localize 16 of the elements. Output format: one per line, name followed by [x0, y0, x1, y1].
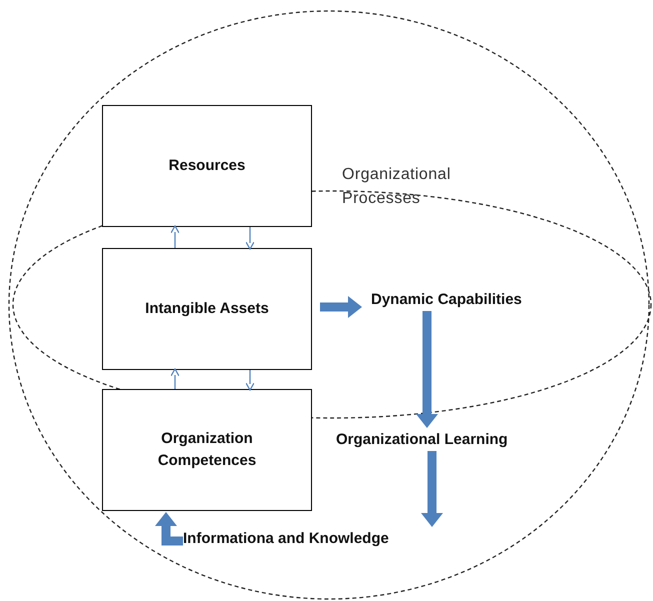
text-label: Dynamic Capabilities — [371, 289, 521, 311]
ellipse-label: Organizational Processes — [342, 165, 452, 209]
block-arrow — [320, 296, 362, 318]
dashed-circle — [8, 10, 650, 600]
process-box: Organization Competences — [102, 389, 312, 511]
process-box: Resources — [102, 105, 312, 227]
block-arrow — [416, 311, 438, 428]
process-box: Intangible Assets — [102, 248, 312, 370]
block-arrow — [155, 512, 183, 546]
block-arrow — [421, 451, 443, 527]
text-label: Informationa and Knowledge — [183, 528, 441, 550]
arrow — [245, 370, 255, 391]
text-label: Organizational Learning — [336, 429, 512, 451]
arrow — [245, 227, 255, 250]
arrow — [170, 368, 180, 389]
arrow — [170, 225, 180, 248]
